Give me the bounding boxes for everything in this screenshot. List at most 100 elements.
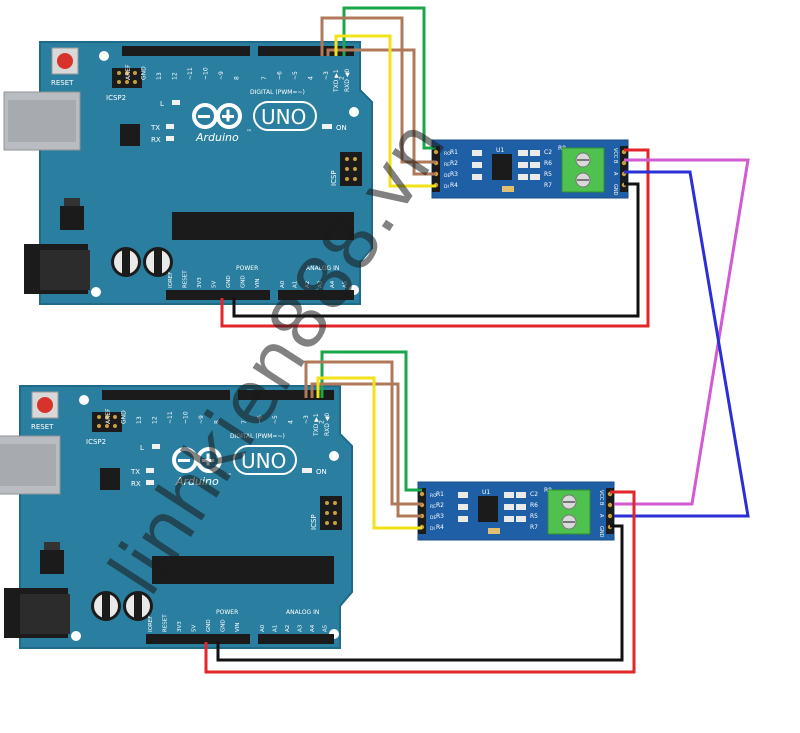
top-pin-label: 8	[234, 76, 241, 80]
top-pin-label: 12	[152, 416, 159, 424]
pin	[621, 160, 627, 166]
top-pin-label: 8	[214, 420, 221, 424]
usb-port-inner	[0, 444, 56, 486]
top-pin-label: 13	[156, 72, 163, 80]
wire-red-top	[220, 148, 650, 328]
left-pin-label: R1	[436, 491, 444, 498]
analog-pin-label: A4	[330, 280, 336, 288]
pin	[607, 513, 613, 519]
wire-yellow-top	[334, 34, 436, 188]
icsp2-label: ICSP2	[106, 94, 126, 102]
power-pin-label: IOREF	[148, 616, 154, 632]
top-pin-label: GND	[141, 66, 148, 80]
analog-label: ANALOG IN	[286, 609, 319, 616]
led-l	[172, 100, 180, 105]
right-pin-label: GND	[598, 526, 604, 538]
analog-pin-label: A5	[323, 624, 329, 632]
top-pin-label: ~5	[292, 71, 299, 80]
voltage-regulator	[40, 550, 64, 574]
wire-green-top	[342, 6, 436, 150]
analog-header	[258, 634, 334, 644]
component-label: R5	[530, 513, 538, 520]
left-pin-label: R2	[436, 502, 444, 509]
pin	[419, 491, 425, 497]
wire-brown-bottom	[310, 382, 422, 518]
component-label: R6	[530, 502, 538, 509]
led-on-label: ON	[336, 124, 347, 132]
brand-label: Arduino	[195, 131, 239, 144]
left-pin-label: R3	[436, 513, 444, 520]
arduino-logo	[172, 447, 222, 473]
led-on-label: ON	[316, 468, 327, 476]
top-pin-label: ~10	[183, 411, 190, 424]
component-label: R5	[544, 171, 552, 178]
power-pin-label: IOREF	[168, 272, 174, 288]
top-pin-label: ~9	[218, 71, 225, 80]
chip-label: U1	[482, 489, 490, 496]
mount-hole	[79, 395, 89, 405]
capacitor	[111, 247, 141, 277]
wire-blue-bus	[614, 170, 750, 518]
top-pin-label: 12	[172, 72, 179, 80]
model-label: UNO	[241, 449, 286, 473]
smd-components	[458, 492, 526, 534]
rs485-chip	[492, 154, 512, 180]
mount-hole	[349, 107, 359, 117]
mcu-chip	[172, 212, 354, 240]
icsp-label: ICSP	[330, 170, 338, 186]
led-tx-label: TX	[130, 468, 140, 476]
power-header	[146, 634, 250, 644]
component-label: C2	[544, 149, 552, 156]
wire-yellow-bottom	[316, 376, 422, 530]
power-label: POWER	[236, 265, 258, 272]
brand-label: Arduino	[175, 475, 219, 488]
digital-header-right	[258, 46, 354, 56]
wires	[204, 6, 750, 674]
uno-badge	[253, 101, 317, 131]
led-on	[302, 468, 312, 473]
left-pin-label: R2	[450, 160, 458, 167]
voltage-regulator	[60, 206, 84, 230]
wire-brown-bottom	[304, 360, 422, 506]
top-pin-label: ~3	[323, 71, 330, 80]
right-pin-label: A	[612, 172, 618, 176]
digital-label: DIGITAL (PWM=~)	[250, 89, 305, 96]
regulator-tab	[44, 542, 60, 550]
analog-header	[278, 290, 354, 300]
small-chip	[120, 124, 140, 146]
led-tx	[146, 468, 154, 473]
top-pin-label: ~11	[187, 67, 194, 80]
smd-components	[472, 150, 540, 192]
top-pin-label: ~6	[277, 71, 284, 80]
left-signal-label: DE	[444, 173, 450, 179]
analog-pin-label: A1	[273, 625, 279, 632]
pin	[607, 502, 613, 508]
top-pin-label: AREF	[105, 408, 112, 424]
left-signal-label: DI	[444, 184, 449, 190]
led-rx-label: RX	[151, 136, 161, 144]
analog-pin-label: A1	[293, 281, 299, 288]
power-pin-label: VIN	[255, 279, 261, 289]
right-pin-label: GND	[612, 184, 618, 196]
wire-black-top	[232, 182, 640, 318]
arduino-logo	[192, 103, 242, 129]
icsp2-header	[112, 68, 142, 88]
component-label: C2	[530, 491, 538, 498]
wire-magenta-bus	[614, 158, 750, 506]
top-pin-label: 7	[261, 76, 268, 80]
power-pin-label: GND	[221, 619, 227, 632]
power-pin-label: 3V3	[197, 277, 203, 288]
power-pin-label: GND	[226, 275, 232, 288]
top-pin-label: ~10	[203, 67, 210, 80]
left-signal-label: DI	[430, 526, 435, 532]
left-signal-label: RE	[444, 162, 450, 168]
wire-black-bottom	[216, 524, 624, 662]
txd-label: TXD ▶1	[313, 413, 320, 437]
regulator-tab	[64, 198, 80, 206]
small-chip	[100, 468, 120, 490]
